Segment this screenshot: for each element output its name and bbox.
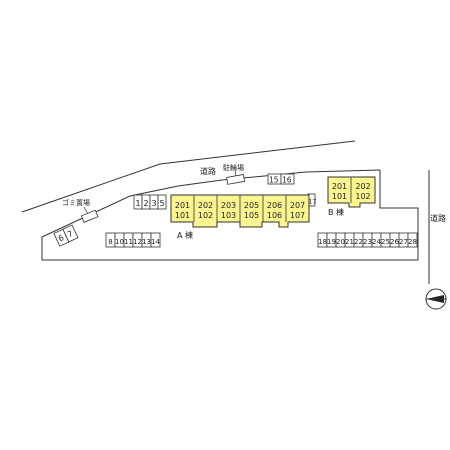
road-label-top: 道路 (200, 166, 216, 176)
road-top-edge (21, 140, 356, 213)
bicycle-parking-label: 駐輪場 (223, 163, 244, 172)
parking-number: 1 (136, 199, 141, 208)
parking-number: 7 (66, 229, 74, 239)
parking-number: 22 (354, 238, 363, 246)
parking-group-1-2-3-5: 1 2 3 5 (133, 194, 167, 210)
parking-number: 15 (269, 176, 279, 185)
unit-number-upper: 201 (175, 201, 190, 210)
unit-number-lower: 102 (355, 192, 370, 201)
parking-slot (150, 232, 161, 248)
parking-slot (280, 173, 295, 185)
parking-number: 28 (408, 238, 417, 246)
parking-number: 14 (151, 238, 160, 246)
parking-group-6-7: 6 7 (53, 224, 79, 247)
parking-number: 2 (144, 199, 149, 208)
unit-number-upper: 201 (332, 182, 347, 191)
building-b-outline (327, 176, 376, 208)
garbage-area-leader (83, 206, 89, 215)
unit-number-upper: 207 (290, 201, 305, 210)
unit-number-upper: 206 (267, 201, 282, 210)
unit-number-lower: 105 (244, 211, 259, 220)
unit-number-lower: 103 (221, 211, 236, 220)
parking-number: 12 (133, 238, 142, 246)
unit-number-upper: 202 (198, 201, 213, 210)
unit-number-lower: 101 (332, 192, 347, 201)
parking-number: 6 (57, 233, 65, 243)
parking-slot (62, 224, 79, 243)
parking-number: 16 (282, 176, 292, 185)
parking-number: 18 (318, 238, 327, 246)
parking-number: 11 (124, 238, 133, 246)
parking-number: 10 (115, 238, 124, 246)
unit-number-upper: 202 (355, 182, 370, 191)
parking-number: 21 (345, 238, 354, 246)
unit-number-upper: 203 (221, 201, 236, 210)
parking-group-18-28: 18 19 20 21 22 23 24 25 26 27 28 (317, 232, 418, 248)
parking-number: 17 (308, 198, 316, 206)
north-arrow-icon (425, 288, 447, 310)
parking-number: 8 (108, 238, 112, 246)
parking-number: 25 (381, 238, 390, 246)
parking-number: 19 (327, 238, 336, 246)
parking-number: 13 (142, 238, 151, 246)
garbage-area-label: ゴミ置場 (62, 198, 90, 207)
parking-number: 27 (399, 238, 408, 246)
building-b: 201 101 202 102 (327, 176, 376, 208)
parking-number: 23 (363, 238, 372, 246)
parking-slot (157, 194, 167, 210)
garbage-area-box (80, 209, 99, 223)
bicycle-parking-rack (226, 174, 246, 185)
parking-group-15-16: 15 16 (267, 173, 295, 185)
lot-east-edge (379, 170, 419, 260)
road-lower-boundary (41, 237, 418, 261)
parking-number: 24 (372, 238, 381, 246)
unit-number-lower: 101 (175, 211, 190, 220)
parking-number: 20 (336, 238, 345, 246)
unit-number-lower: 106 (267, 211, 282, 220)
building-b-label: B 棟 (328, 207, 344, 217)
parking-group-8-14: 8 10 11 12 13 14 (105, 232, 161, 248)
unit-number-upper: 205 (244, 201, 259, 210)
building-a-label: A 棟 (177, 230, 193, 240)
parking-number: 26 (390, 238, 399, 246)
building-a: 201 101 202 102 203 103 205 105 206 106 … (170, 194, 310, 228)
unit-number-lower: 107 (290, 211, 305, 220)
parking-number: 5 (160, 199, 165, 208)
parking-slot (407, 232, 418, 248)
bicycle-parking-leader (234, 170, 237, 177)
lot-north-edge (221, 169, 381, 181)
unit-number-lower: 102 (198, 211, 213, 220)
parking-number: 3 (152, 199, 157, 208)
road-label-right: 道路 (430, 213, 446, 223)
